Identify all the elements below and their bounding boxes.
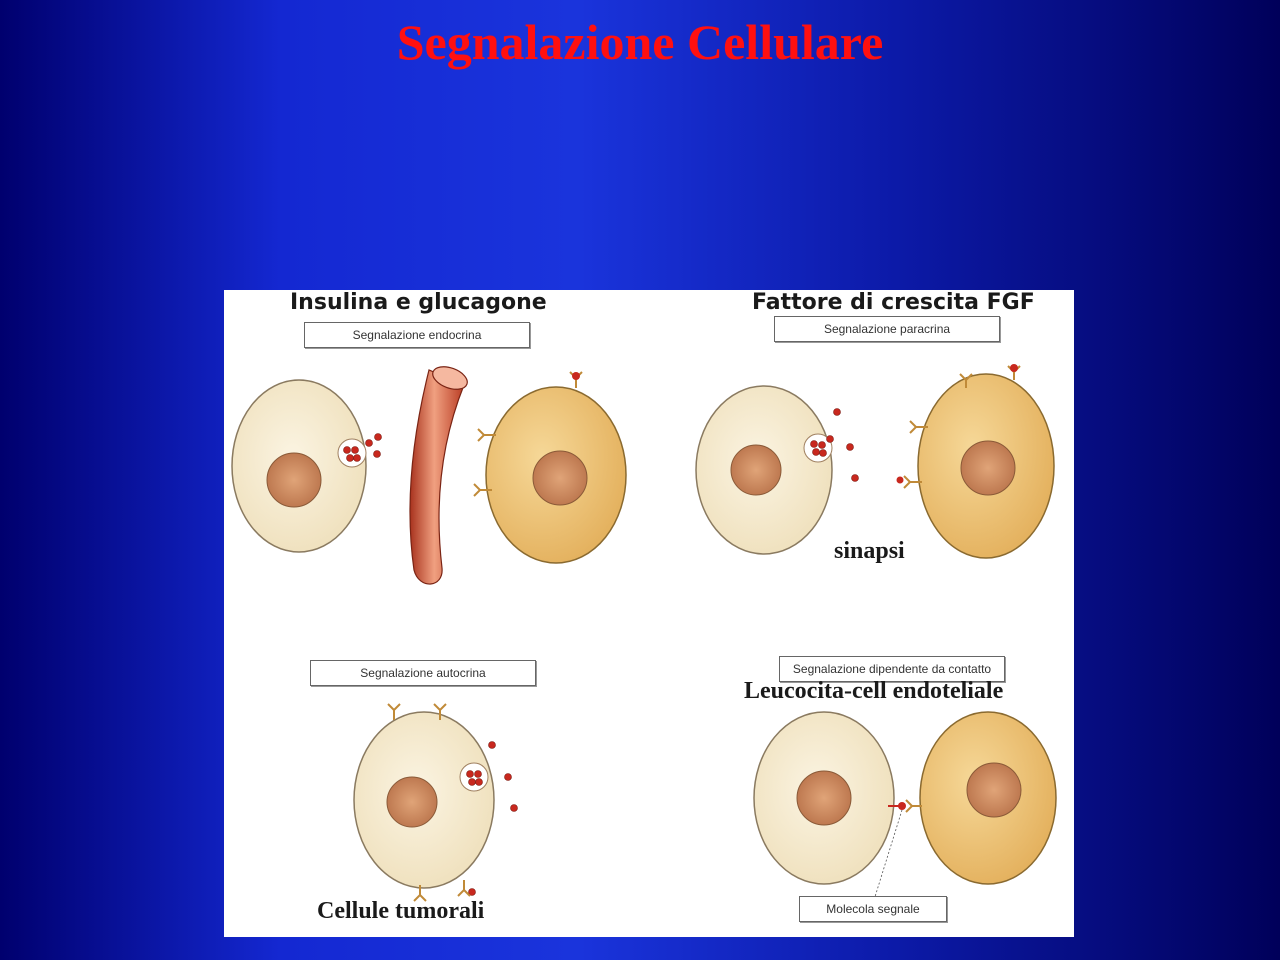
cell-nucleus (266, 452, 322, 508)
cell-nucleus (532, 450, 588, 506)
cell-nucleus (386, 776, 438, 828)
secretory-vesicle (459, 762, 489, 792)
receptors (387, 703, 471, 902)
signal-molecules (810, 408, 859, 482)
autocrine-panel (353, 703, 518, 902)
callout-label: Molecola segnale (799, 896, 947, 922)
cell-nucleus (796, 770, 852, 826)
blood-vessel-opening (432, 366, 468, 390)
paracrine-caption: sinapsi (834, 538, 905, 564)
paracrine-panel (695, 364, 1055, 559)
cell-nucleus (966, 762, 1022, 818)
endocrine-panel (231, 366, 627, 585)
autocrine-box-label: Segnalazione autocrina (310, 660, 536, 686)
receptors (473, 371, 583, 497)
slide-title: Segnalazione Cellulare (396, 14, 884, 70)
secretory-vesicle (337, 438, 367, 468)
contact-panel (753, 711, 1057, 901)
contact-box-label: Segnalazione dipendente da contatto (779, 656, 1005, 682)
endocrine-heading: Insulina e glucagone (290, 290, 547, 315)
autocrine-caption: Cellule tumorali (317, 898, 485, 924)
receptor (905, 799, 922, 813)
endocrine-box-label: Segnalazione endocrina (304, 322, 530, 348)
cell-nucleus (730, 444, 782, 496)
paracrine-heading: Fattore di crescita FGF (752, 290, 1035, 315)
paracrine-box-label: Segnalazione paracrina (774, 316, 1000, 342)
cell-signaling-figure: Insulina e glucagone Segnalazione endocr… (224, 290, 1074, 937)
signal-molecules (466, 741, 518, 896)
contact-heading: Leucocita-cell endoteliale (744, 678, 1004, 704)
cell-nucleus (960, 440, 1016, 496)
blood-vessel (409, 369, 465, 585)
figure-illustration (231, 364, 1057, 902)
signal-molecules (343, 433, 382, 462)
